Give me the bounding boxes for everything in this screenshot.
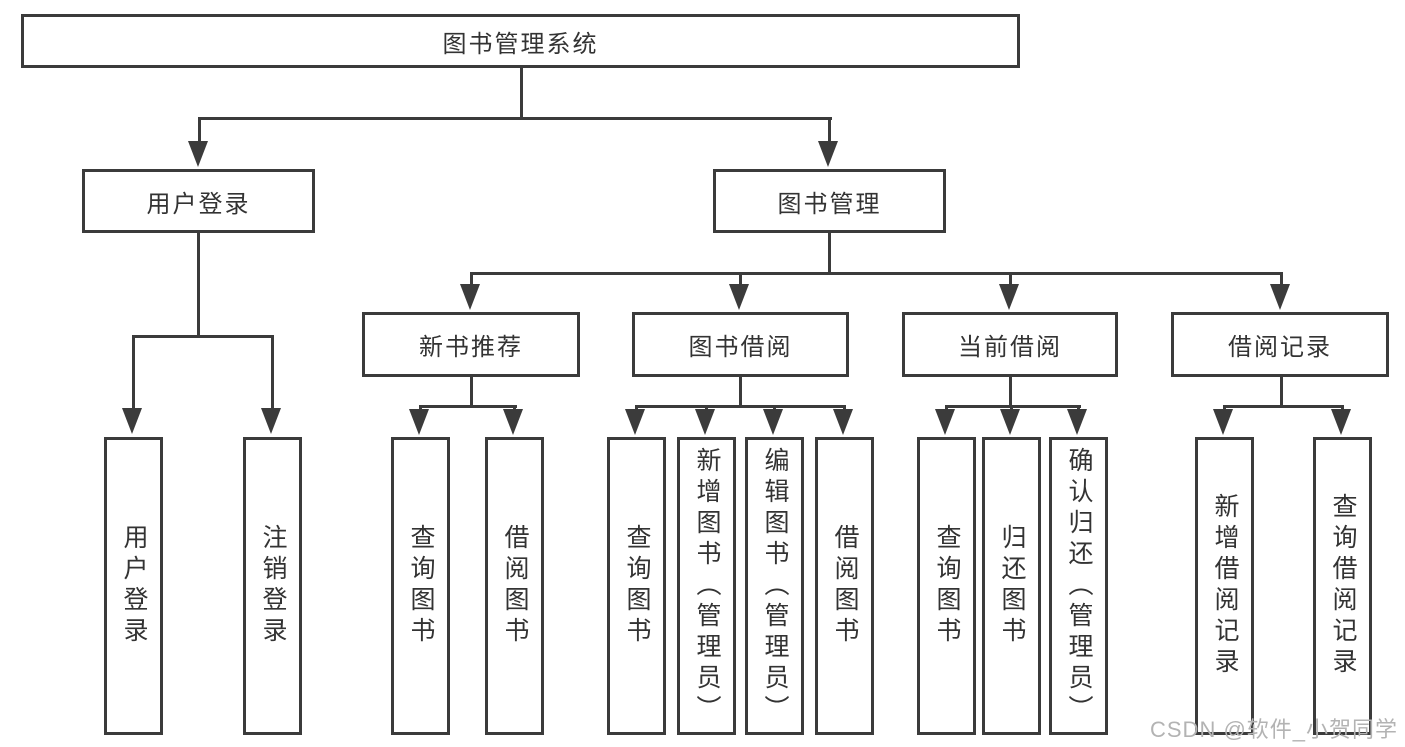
arrow-down-icon [1067,409,1087,435]
node-label: 注销登录 [259,524,287,648]
node-root-library-system: 图书管理系统 [21,14,1020,68]
arrow-down-icon [818,141,838,167]
node-leaf-query-borrow-record: 查询借阅记录 [1313,437,1372,735]
connector-line [197,232,200,337]
connector-line [945,405,1081,408]
arrow-down-icon [763,409,783,435]
connector-line [1280,376,1283,407]
node-label: 用户登录 [120,524,148,648]
node-label: 新增借阅记录 [1211,493,1239,679]
arrow-down-icon [261,408,281,434]
node-leaf-add-book-admin: 新增图书（管理员） [677,437,736,735]
node-borrow-records: 借阅记录 [1171,312,1389,377]
node-label: 归还图书 [998,524,1026,648]
arrow-down-icon [1331,409,1351,435]
node-book-borrowing: 图书借阅 [632,312,849,377]
node-leaf-query-book-1: 查询图书 [391,437,450,735]
connector-line [271,335,274,412]
node-leaf-edit-book-admin: 编辑图书（管理员） [745,437,804,735]
node-label: 查询图书 [933,524,961,648]
arrow-down-icon [935,409,955,435]
arrow-down-icon [1000,409,1020,435]
connector-line [635,405,846,408]
connector-line [1009,272,1012,288]
node-leaf-add-borrow-record: 新增借阅记录 [1195,437,1254,735]
connector-line [520,67,523,119]
node-label: 新增图书（管理员） [693,446,721,726]
connector-line [470,272,473,288]
arrow-down-icon [188,141,208,167]
watermark: CSDN @软件_小贺同学 [1150,717,1399,742]
connector-line [470,272,1283,275]
node-label: 确认归还（管理员） [1065,446,1093,726]
arrow-down-icon [833,409,853,435]
node-leaf-confirm-return-admin: 确认归还（管理员） [1049,437,1108,735]
arrow-down-icon [625,409,645,435]
node-label: 编辑图书（管理员） [761,446,789,726]
arrow-down-icon [729,284,749,310]
connector-line [1280,272,1283,288]
node-label: 借阅图书 [501,524,529,648]
arrow-down-icon [122,408,142,434]
node-label: 借阅图书 [831,524,859,648]
arrow-down-icon [1213,409,1233,435]
node-leaf-return-book: 归还图书 [982,437,1041,735]
arrow-down-icon [1270,284,1290,310]
connector-line [419,405,517,408]
connector-line [739,376,742,407]
connector-line [739,272,742,288]
node-new-book-recommend: 新书推荐 [362,312,580,377]
arrow-down-icon [460,284,480,310]
node-leaf-borrow-book-2: 借阅图书 [815,437,874,735]
arrow-down-icon [695,409,715,435]
node-leaf-query-book-3: 查询图书 [917,437,976,735]
connector-line [198,118,201,145]
arrow-down-icon [409,409,429,435]
node-leaf-query-book-2: 查询图书 [607,437,666,735]
node-leaf-logout: 注销登录 [243,437,302,735]
node-label: 查询图书 [407,524,435,648]
connector-line [470,376,473,407]
connector-line [198,117,832,120]
connector-line [132,335,135,412]
node-label: 查询图书 [623,524,651,648]
node-leaf-user-login: 用户登录 [104,437,163,735]
connector-line [828,118,831,145]
connector-line [132,335,274,338]
node-leaf-borrow-book-1: 借阅图书 [485,437,544,735]
node-user-login: 用户登录 [82,169,315,233]
node-book-management: 图书管理 [713,169,946,233]
node-current-borrowing: 当前借阅 [902,312,1118,377]
arrow-down-icon [503,409,523,435]
connector-line [1223,405,1344,408]
node-label: 查询借阅记录 [1329,493,1357,679]
connector-line [828,232,831,274]
connector-line [1009,376,1012,407]
arrow-down-icon [999,284,1019,310]
